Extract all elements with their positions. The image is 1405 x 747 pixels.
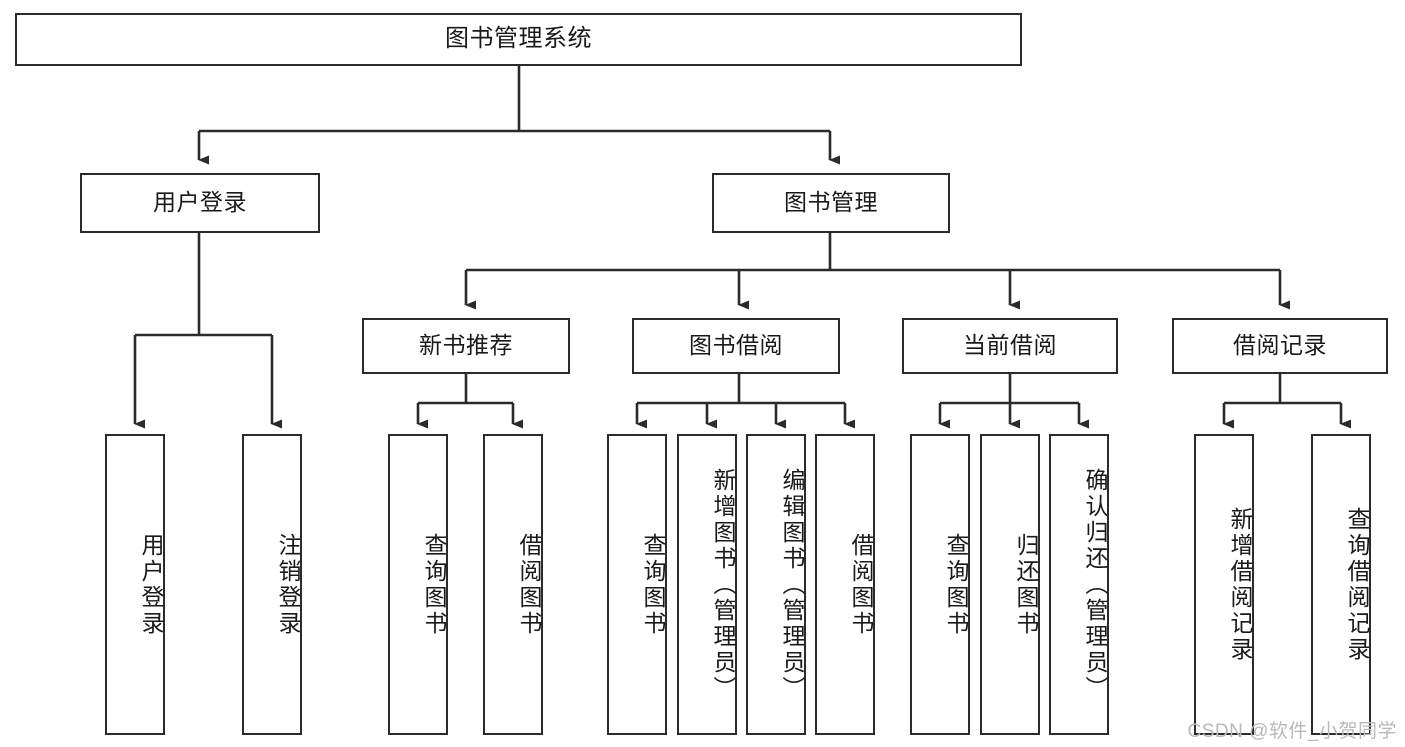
leaf-current-query-book[interactable]: 查询图书	[910, 434, 970, 735]
node-label: 查询借阅记录	[1344, 506, 1370, 663]
node-label: 查询图书	[421, 532, 447, 637]
node-label: 借阅图书	[848, 532, 874, 637]
node-label: 图书管理系统	[445, 25, 592, 53]
node-label: 借阅记录	[1233, 332, 1327, 359]
node-label: 图书管理	[784, 189, 878, 216]
node-label: 查询图书	[943, 532, 969, 637]
leaf-user-login-logout[interactable]: 注销登录	[242, 434, 302, 735]
leaf-user-login-login[interactable]: 用户登录	[105, 434, 165, 735]
node-label: 借阅图书	[516, 532, 542, 637]
leaf-record-query-record[interactable]: 查询借阅记录	[1311, 434, 1371, 735]
node-current-borrow[interactable]: 当前借阅	[902, 318, 1118, 374]
leaf-record-add-record[interactable]: 新增借阅记录	[1194, 434, 1254, 735]
node-label: 用户登录	[153, 189, 247, 216]
leaf-borrow-edit-book-admin[interactable]: 编辑图书（管理员）	[746, 434, 806, 735]
leaf-new-book-query[interactable]: 查询图书	[388, 434, 448, 735]
node-label: 图书借阅	[689, 332, 783, 359]
leaf-borrow-add-book-admin[interactable]: 新增图书（管理员）	[677, 434, 737, 735]
node-label: 查询图书	[640, 532, 666, 637]
node-label: 注销登录	[275, 532, 301, 637]
node-new-book-recommend[interactable]: 新书推荐	[362, 318, 570, 374]
leaf-borrow-query-book[interactable]: 查询图书	[607, 434, 667, 735]
node-label: 新书推荐	[419, 332, 513, 359]
node-label: 编辑图书（管理员）	[779, 467, 805, 702]
node-label: 新增借阅记录	[1227, 506, 1253, 663]
node-label: 当前借阅	[963, 332, 1057, 359]
node-borrow-record[interactable]: 借阅记录	[1172, 318, 1388, 374]
node-label: 用户登录	[138, 532, 164, 637]
node-root-book-management-system[interactable]: 图书管理系统	[15, 13, 1022, 66]
leaf-current-confirm-return-admin[interactable]: 确认归还（管理员）	[1049, 434, 1109, 735]
node-label: 归还图书	[1013, 532, 1039, 637]
node-user-login[interactable]: 用户登录	[80, 173, 320, 233]
node-book-borrow[interactable]: 图书借阅	[632, 318, 840, 374]
leaf-current-return-book[interactable]: 归还图书	[980, 434, 1040, 735]
node-label: 确认归还（管理员）	[1082, 467, 1108, 702]
node-book-management[interactable]: 图书管理	[712, 173, 950, 233]
leaf-borrow-borrow-book[interactable]: 借阅图书	[815, 434, 875, 735]
watermark: CSDN @软件_小贺同学	[1187, 721, 1397, 742]
node-label: 新增图书（管理员）	[710, 467, 736, 702]
leaf-new-book-borrow[interactable]: 借阅图书	[483, 434, 543, 735]
